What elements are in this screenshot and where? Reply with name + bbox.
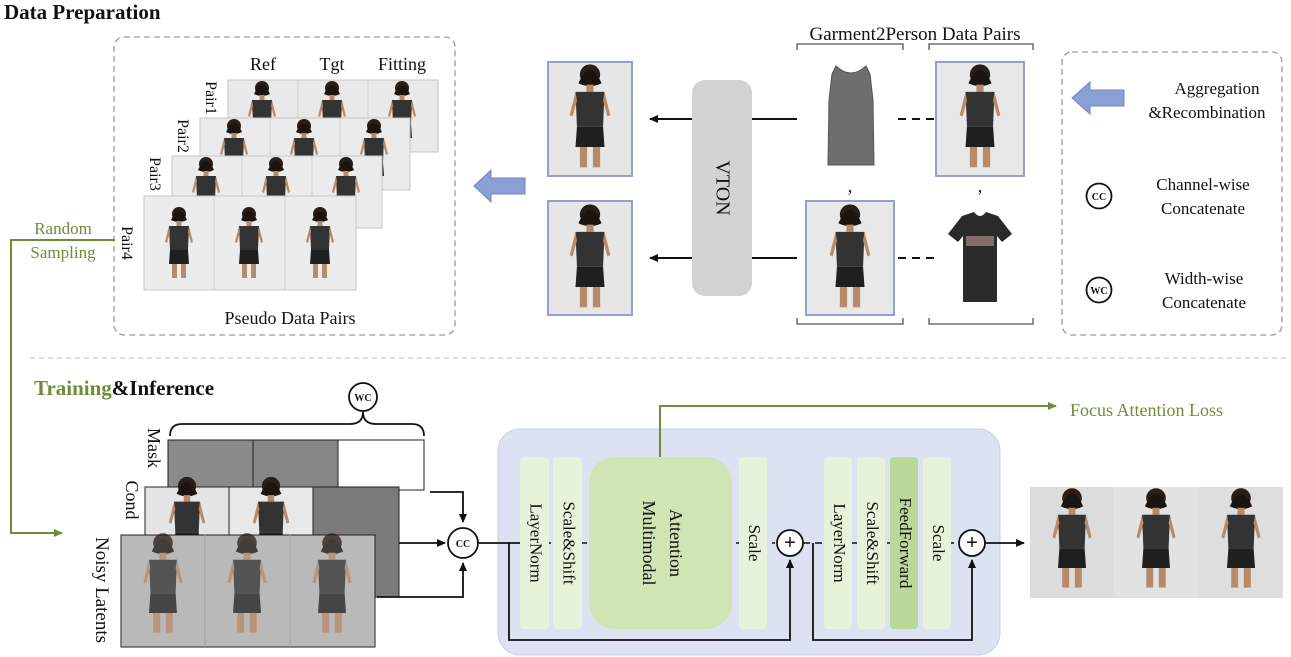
pair3-label: Pair3 xyxy=(146,157,163,191)
add-node-1-symbol: + xyxy=(784,532,796,554)
cc-legend-line2: Concatenate xyxy=(1161,199,1245,218)
recombination-label: &Recombination xyxy=(1148,103,1266,122)
mask-label: Mask xyxy=(144,428,164,468)
data-prep-title: Data Preparation xyxy=(4,0,161,24)
scale-shift-label-2: Scale&Shift xyxy=(863,501,882,584)
pair4-row xyxy=(143,195,357,291)
garment-bracket-bottom-left xyxy=(796,318,904,325)
layernorm-label-2: LayerNorm xyxy=(830,503,849,582)
scale-block-2 xyxy=(923,457,951,629)
mask-latents xyxy=(167,439,425,491)
width-concat-brace xyxy=(169,411,425,437)
focus-loss-label: Focus Attention Loss xyxy=(1070,400,1223,420)
garment-bracket-top-left xyxy=(796,43,904,50)
random-sampling-arrow xyxy=(10,239,115,537)
residual-1-path xyxy=(508,543,794,641)
scale-shift-label-1: Scale&Shift xyxy=(560,501,579,584)
scale-label-2: Scale xyxy=(929,525,948,562)
noisy-latents-label: Noisy Latents xyxy=(91,537,112,643)
add-node-2-symbol: + xyxy=(966,532,978,554)
scale-shift-block-2 xyxy=(857,457,885,629)
training-title: Training&Inference xyxy=(34,376,214,400)
wc-legend-icon xyxy=(1085,276,1113,304)
vton-output-bottom xyxy=(547,200,633,316)
output-images xyxy=(1030,487,1283,598)
garment-bracket-bottom-right xyxy=(928,318,1034,325)
garment-tank-image xyxy=(806,56,896,176)
pair1-label: Pair1 xyxy=(202,81,219,115)
mm-attention-line1: Multimodal xyxy=(639,501,659,586)
cc-legend-symbol: CC xyxy=(1092,192,1106,203)
feedforward-block xyxy=(890,457,918,629)
cc-legend-icon xyxy=(1085,182,1113,210)
pseudo-pairs-box xyxy=(113,36,456,336)
person-tee-image xyxy=(935,61,1025,177)
col-fitting-label: Fitting xyxy=(378,54,426,74)
layernorm-label-1: LayerNorm xyxy=(527,503,546,582)
noisy-to-cc-arrow xyxy=(377,562,467,598)
sampling-label: Sampling xyxy=(30,243,96,262)
person-tank-image xyxy=(805,200,895,316)
layernorm-block-2 xyxy=(824,457,852,629)
wc-legend-symbol: WC xyxy=(1090,286,1107,297)
feedforward-label: FeedForward xyxy=(896,498,915,589)
wc-symbol: WC xyxy=(354,393,371,404)
vton-output-top xyxy=(547,61,633,177)
comma-right: , xyxy=(978,176,983,196)
pair4-label: Pair4 xyxy=(118,226,135,260)
col-ref-label: Ref xyxy=(250,54,276,74)
mm-attention-line2: Attention xyxy=(666,509,686,577)
layernorm-block-1 xyxy=(520,457,549,629)
scale-shift-block-1 xyxy=(553,457,582,629)
mask-to-cc-arrow xyxy=(430,491,467,523)
cc-symbol: CC xyxy=(456,539,470,550)
garment-tee-image xyxy=(936,201,1024,315)
training-title-green: Training xyxy=(34,376,112,400)
noisy-latents xyxy=(120,533,376,648)
legend-box xyxy=(1061,51,1283,336)
aggregation-arrow-icon xyxy=(1071,80,1125,116)
vton-block xyxy=(692,80,752,296)
wc-legend-line1: Width-wise xyxy=(1165,269,1244,288)
cc-legend-line1: Channel-wise xyxy=(1156,175,1249,194)
wc-icon xyxy=(348,382,378,412)
training-title-black: &Inference xyxy=(112,376,214,400)
wc-legend-line2: Concatenate xyxy=(1162,293,1246,312)
scale-block-1 xyxy=(739,457,767,629)
col-tgt-label: Tgt xyxy=(320,54,345,74)
comma-left: , xyxy=(848,176,853,196)
garment-pairs-title: Garment2Person Data Pairs xyxy=(809,24,1020,45)
collect-left-arrow-icon xyxy=(473,168,526,204)
pair2-label: Pair2 xyxy=(174,119,191,153)
garment-bracket-top-right xyxy=(928,43,1034,50)
focus-loss-arrow xyxy=(659,402,1057,457)
pseudo-pairs-caption: Pseudo Data Pairs xyxy=(225,308,356,328)
multimodal-attention-block xyxy=(589,457,732,629)
scale-label-1: Scale xyxy=(745,525,764,562)
aggregation-label: Aggregation xyxy=(1175,79,1260,98)
random-label: Random xyxy=(34,219,92,238)
vton-label: VTON xyxy=(711,160,733,215)
residual-2-path xyxy=(812,543,976,641)
cond-label: Cond xyxy=(122,480,142,519)
